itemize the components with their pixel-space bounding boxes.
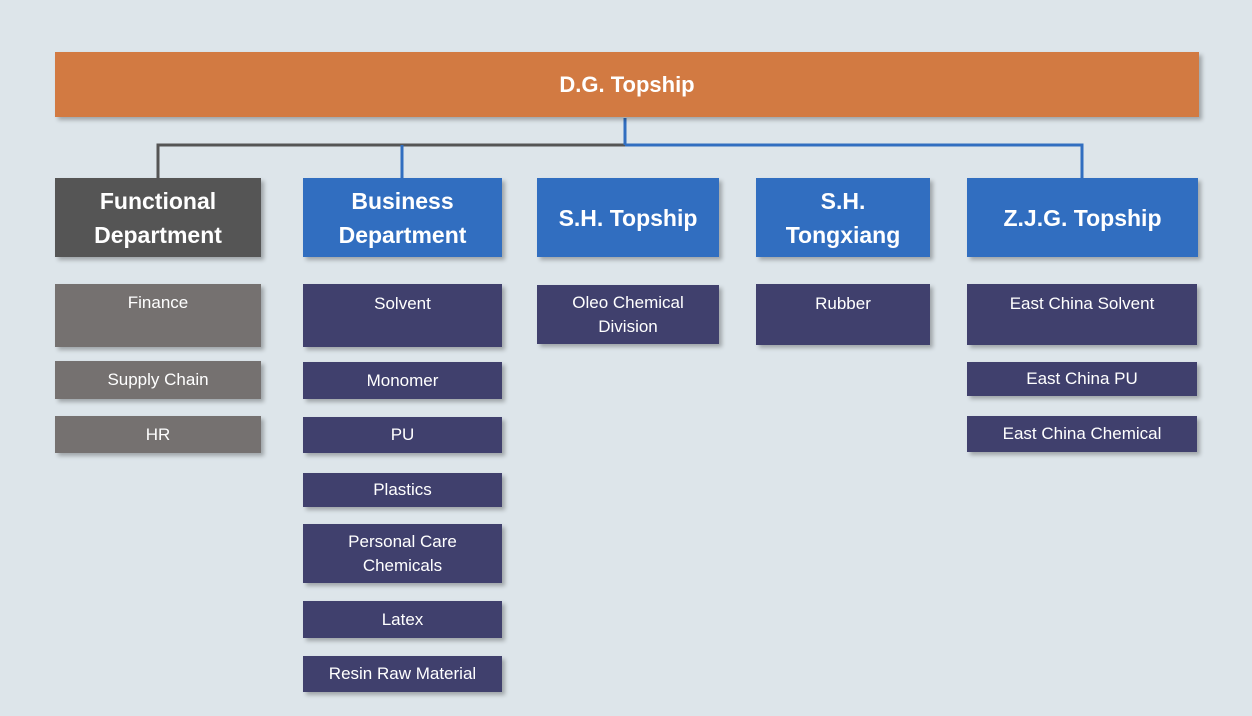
item-personal-care: Personal Care Chemicals bbox=[303, 524, 502, 583]
connector-business bbox=[402, 145, 625, 178]
item-latex: Latex bbox=[303, 601, 502, 638]
item-east-china-chemical: East China Chemical bbox=[967, 416, 1197, 452]
dept-zjg-topship: Z.J.G. Topship bbox=[967, 178, 1198, 257]
connector-zjg bbox=[625, 143, 1084, 178]
item-oleo-chemical: Oleo Chemical Division bbox=[537, 285, 719, 344]
item-east-china-solvent: East China Solvent bbox=[967, 284, 1197, 345]
item-resin-raw-material: Resin Raw Material bbox=[303, 656, 502, 692]
dept-sh-topship: S.H. Topship bbox=[537, 178, 719, 257]
item-supply-chain: Supply Chain bbox=[55, 361, 261, 399]
item-east-china-pu: East China PU bbox=[967, 362, 1197, 396]
item-finance: Finance bbox=[55, 284, 261, 347]
item-rubber: Rubber bbox=[756, 284, 930, 345]
root-node: D.G. Topship bbox=[55, 52, 1199, 117]
connector-functional bbox=[156, 118, 627, 178]
dept-business: Business Department bbox=[303, 178, 502, 257]
dept-functional: Functional Department bbox=[55, 178, 261, 257]
item-plastics: Plastics bbox=[303, 473, 502, 507]
item-hr: HR bbox=[55, 416, 261, 453]
item-monomer: Monomer bbox=[303, 362, 502, 399]
dept-sh-tongxiang: S.H. Tongxiang bbox=[756, 178, 930, 257]
item-solvent: Solvent bbox=[303, 284, 502, 347]
item-pu: PU bbox=[303, 417, 502, 453]
